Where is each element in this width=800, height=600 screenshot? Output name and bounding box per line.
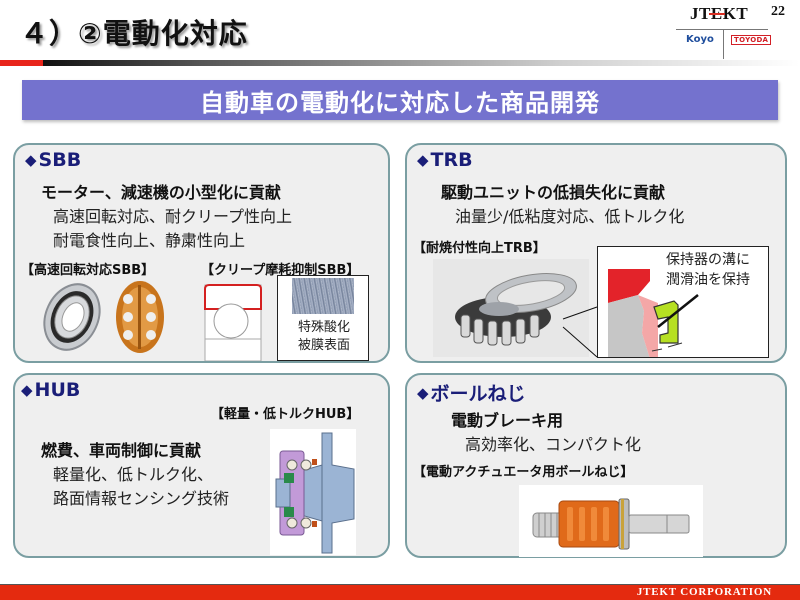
footer-company: JTEKT CORPORATION [636,586,772,598]
hub-caption: 【軽量・低トルクHUB】 [211,407,360,422]
logo-koyo: Koyo [686,34,714,45]
panel-hub: ◆ HUB 【軽量・低トルクHUB】 燃費、車両制御に貢献 軽量化、低トルク化、… [13,373,390,558]
logo-toyoda: TOYODA [731,35,772,45]
diamond-bullet-icon: ◆ [417,151,429,169]
sbb-detail-2: 耐電食性向上、静粛性向上 [53,231,246,250]
hub-headline: 燃費、車両制御に貢献 [41,441,202,460]
sbb-caption-high-speed: 【高速回転対応SBB】 [21,263,155,278]
diamond-bullet-icon: ◆ [21,381,33,399]
sbb-detail-1: 高速回転対応、耐クリープ性向上 [53,207,293,226]
diamond-bullet-icon: ◆ [25,151,37,169]
company-logo: JTEKT Koyo TOYODA [676,4,782,59]
trb-lubrication-callout: 保持器の溝に 潤滑油を保持 [597,246,769,358]
sbb-headline: モーター、減速機の小型化に貢献 [41,183,281,202]
ball-bearing-image [37,279,107,355]
ball-screw-headline: 電動ブレーキ用 [451,411,564,430]
hub-detail-2: 路面情報センシング技術 [53,489,230,508]
panel-ball-screw: ◆ ボールねじ 電動ブレーキ用 高効率化、コンパクト化 【電動アクチュエータ用ボ… [405,373,787,558]
callout-text-2: 潤滑油を保持 [666,272,750,288]
panel-title-trb: ◆ TRB [417,149,473,171]
oxide-film-surface-image [292,278,354,314]
oxide-label-1: 特殊酸化 [297,320,350,335]
logo-divider-vertical [723,29,724,59]
ball-screw-image [519,485,703,557]
section-banner: 自動車の電動化に対応した商品開発 [22,80,778,120]
bearing-cage-image [113,279,167,355]
oxide-film-callout: 特殊酸化 被膜表面 [277,275,369,361]
trb-headline: 駆動ユニットの低損失化に貢献 [441,183,666,202]
panel-title-ball-screw: ◆ ボールねじ [417,383,526,405]
panel-trb: ◆ TRB 駆動ユニットの低損失化に貢献 油量少/低粘度対応、低トルク化 【耐焼… [405,143,787,363]
logo-jtekt: JTEKT [690,4,749,23]
callout-connector-lines [562,306,598,358]
diamond-bullet-icon: ◆ [417,383,429,402]
creep-bearing-cross-section [203,281,267,361]
sbb-caption-creep: 【クリープ摩耗抑制SBB】 [201,263,360,278]
footer-bar: JTEKT CORPORATION [0,584,800,600]
callout-text-1: 保持器の溝に [666,252,750,268]
ball-screw-detail-1: 高効率化、コンパクト化 [465,435,642,454]
panel-title-sbb: ◆ SBB [25,149,82,171]
oxide-label-2: 被膜表面 [297,338,350,353]
trb-detail-1: 油量少/低粘度対応、低トルク化 [455,207,685,226]
trb-caption: 【耐焼付性向上TRB】 [413,241,546,256]
ball-screw-caption: 【電動アクチュエータ用ボールねじ】 [413,465,634,480]
panel-sbb: ◆ SBB モーター、減速機の小型化に貢献 高速回転対応、耐クリープ性向上 耐電… [13,143,390,363]
page-number: 22 [771,4,785,19]
banner-text: 自動車の電動化に対応した商品開発 [200,88,600,117]
logo-divider-horizontal [676,29,768,30]
panel-title-hub: ◆ HUB [21,379,81,401]
hub-unit-image [270,429,356,555]
title-rule [0,60,800,66]
slide-title: ４）②電動化対応 [20,17,248,50]
hub-detail-1: 軽量化、低トルク化、 [53,465,214,484]
tapered-roller-bearing-image [433,259,589,357]
cage-groove-diagram [608,269,699,357]
